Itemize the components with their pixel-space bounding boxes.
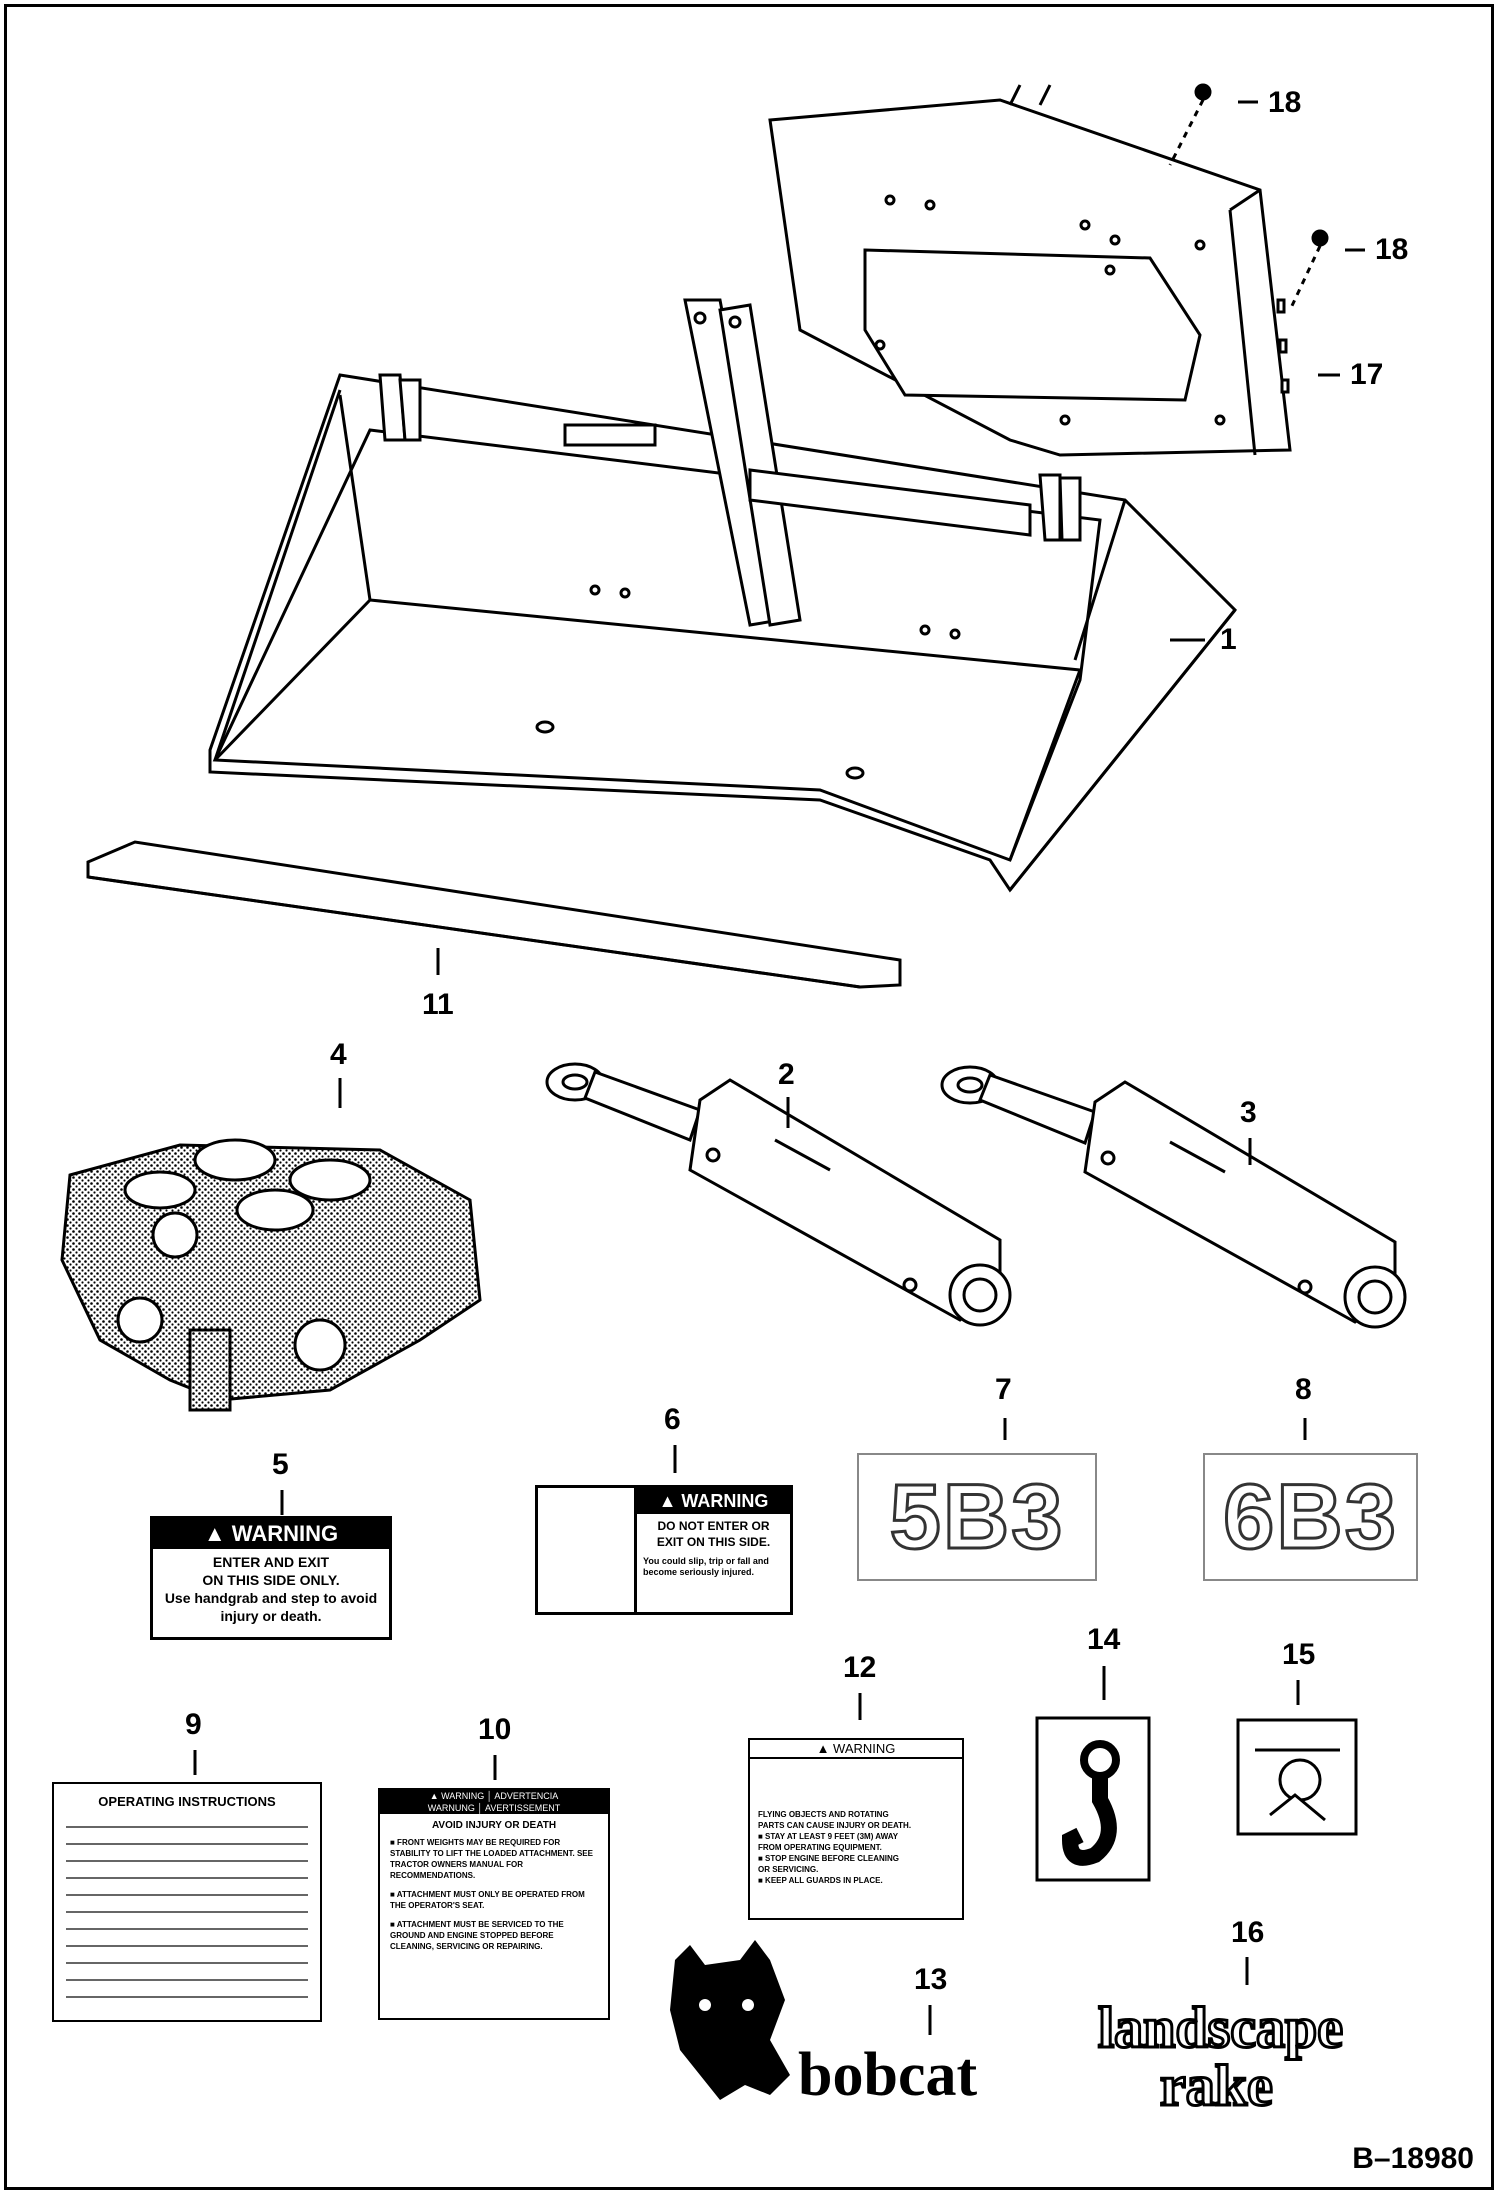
decal6-line: EXIT ON THIS SIDE. [656, 1535, 771, 1549]
decal12-line: ■ STOP ENGINE BEFORE CLEANING [758, 1854, 899, 1863]
decal12-header: ▲ WARNING [750, 1740, 962, 1759]
decal5-header: ▲ WARNING [153, 1519, 389, 1549]
bobcat-logo-icon [670, 1940, 790, 2100]
decal10-item: ■ FRONT WEIGHTS MAY BE REQUIRED FOR STAB… [390, 1838, 593, 1880]
callout-18-side: 18 [1375, 233, 1409, 266]
hydraulic-cylinder-3 [940, 1065, 1407, 1329]
decal10-item: ■ ATTACHMENT MUST BE SERVICED TO THE GRO… [390, 1920, 564, 1951]
model-decal-5b3: 5B3 [857, 1453, 1097, 1581]
callout-2: 2 [778, 1058, 795, 1091]
callout-12: 12 [843, 1651, 877, 1684]
model-decal-5b3-text: 5B3 [888, 1464, 1065, 1569]
callout-15: 15 [1282, 1638, 1316, 1671]
figure-id: B–18980 [1352, 2142, 1474, 2175]
callout-17: 17 [1350, 358, 1384, 391]
cutting-edge [86, 840, 902, 989]
decal-flying-objects-warning: ▲ WARNING FLYING OBJECTS AND ROTATING PA… [748, 1738, 964, 1920]
decal9-title: OPERATING INSTRUCTIONS [98, 1794, 276, 1809]
model-decal-6b3-text: 6B3 [1222, 1464, 1398, 1569]
landscape-rake-decal-line1: landscape [1097, 1995, 1345, 2060]
decal12-line: PARTS CAN CAUSE INJURY OR DEATH. [758, 1821, 912, 1830]
decal6-line: DO NOT ENTER OR [657, 1519, 770, 1533]
entanglement-icon [1236, 1718, 1358, 1836]
callout-13: 13 [914, 1963, 948, 1996]
control-valve [60, 1138, 482, 1412]
callout-16: 16 [1231, 1916, 1265, 1949]
decal10-item: ■ ATTACHMENT MUST ONLY BE OPERATED FROM … [390, 1890, 585, 1910]
decal-avoid-injury-multilingual: ▲ WARNING │ ADVERTENCIA WARNUNG │ AVERTI… [378, 1788, 610, 2020]
mounting-plate [768, 84, 1292, 457]
decal12-line: ■ KEEP ALL GUARDS IN PLACE. [758, 1876, 883, 1885]
callout-4: 4 [330, 1038, 347, 1071]
callout-9: 9 [185, 1708, 202, 1741]
callout-leaders [193, 100, 1365, 2035]
decal9-fine-print [66, 1819, 308, 1999]
callout-14: 14 [1087, 1623, 1121, 1656]
decal5-line: injury or death. [220, 1608, 322, 1624]
callout-3: 3 [1240, 1096, 1257, 1129]
bobcat-wordmark: bobcat [798, 2041, 978, 2109]
bolt-icon [1168, 83, 1329, 311]
callout-8: 8 [1295, 1373, 1312, 1406]
decal-do-not-enter-warning: ▲ WARNING DO NOT ENTER OR EXIT ON THIS S… [535, 1485, 793, 1615]
callout-18-top: 18 [1268, 86, 1302, 119]
decal12-line: OR SERVICING. [758, 1865, 819, 1874]
model-decal-6b3: 6B3 [1203, 1453, 1418, 1581]
callout-5: 5 [272, 1448, 289, 1481]
decal12-line: ■ STAY AT LEAST 9 FEET (3M) AWAY [758, 1832, 899, 1841]
callout-7: 7 [995, 1373, 1012, 1406]
decal10-subheader: WARNUNG │ AVERTISSEMENT [380, 1802, 608, 1814]
decal10-title: AVOID INJURY OR DEATH [431, 1820, 557, 1831]
decal5-line: ON THIS SIDE ONLY. [202, 1572, 340, 1588]
diagram-frame [4, 4, 1494, 2190]
decal10-header: ▲ WARNING │ ADVERTENCIA [380, 1790, 608, 1802]
hook-icon [1035, 1716, 1151, 1882]
landscape-rake-decal-line2: rake [1159, 2053, 1275, 2118]
decal12-line: FLYING OBJECTS AND ROTATING [758, 1810, 889, 1819]
decal6-header: ▲ WARNING [637, 1488, 790, 1514]
decal5-line: ENTER AND EXIT [212, 1554, 330, 1570]
callout-6: 6 [664, 1403, 681, 1436]
callout-1: 1 [1220, 623, 1237, 656]
decal6-small-text: You could slip, trip or fall and become … [643, 1556, 769, 1577]
hydraulic-cylinder-2 [545, 1062, 1012, 1327]
bucket [208, 298, 1238, 893]
decal-enter-exit-warning: ▲ WARNING ENTER AND EXIT ON THIS SIDE ON… [150, 1516, 392, 1640]
decal12-line: FROM OPERATING EQUIPMENT. [758, 1843, 882, 1852]
callout-11: 11 [422, 988, 454, 1021]
decal5-line: Use handgrab and step to avoid [164, 1590, 378, 1606]
decal-operating-instructions: OPERATING INSTRUCTIONS [52, 1782, 322, 2022]
callout-10: 10 [478, 1713, 512, 1746]
